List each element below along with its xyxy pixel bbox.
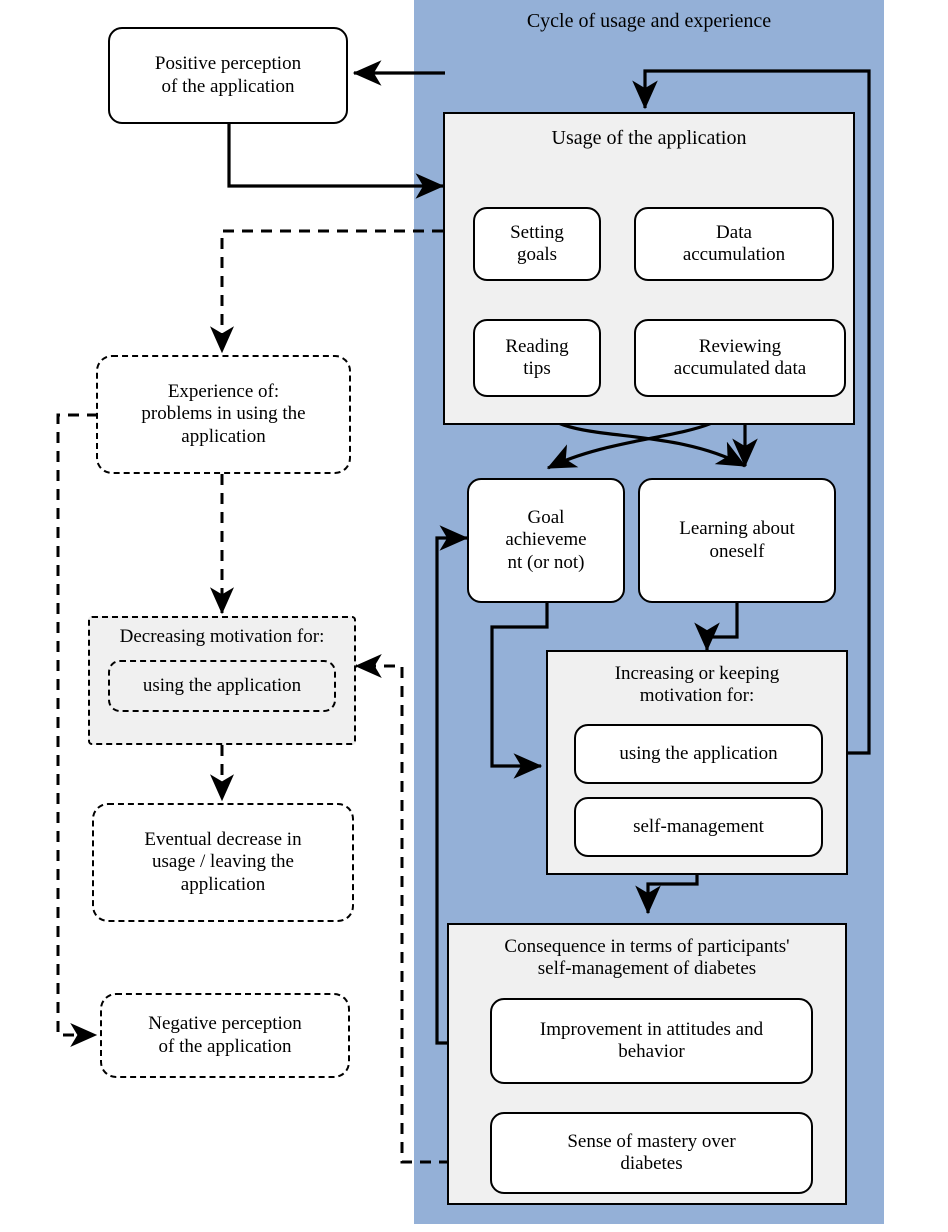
- node-learning-about-oneself[interactable]: Learning about oneself: [638, 478, 836, 603]
- group-increasing-motivation[interactable]: Increasing or keeping motivation for: us…: [546, 650, 848, 875]
- cycle-panel-title: Cycle of usage and experience: [526, 10, 772, 32]
- node-motivation-self-management[interactable]: self-management: [574, 797, 823, 857]
- group-decreasing-motivation[interactable]: Decreasing motivation for: using the app…: [88, 616, 356, 745]
- connector-learning-to-motivation: [694, 603, 739, 652]
- connector-usage-to-experience-problems: [210, 229, 443, 354]
- node-experience-problems[interactable]: Experience of: problems in using the app…: [96, 355, 351, 474]
- node-decreasing-motivation-using-app[interactable]: using the application: [108, 660, 336, 712]
- node-reviewing-accumulated-data[interactable]: Reviewing accumulated data: [634, 319, 846, 397]
- node-positive-perception[interactable]: Positive perception of the application: [108, 27, 348, 124]
- node-sense-of-mastery[interactable]: Sense of mastery over diabetes: [490, 1112, 813, 1194]
- node-eventual-decrease[interactable]: Eventual decrease in usage / leaving the…: [92, 803, 354, 922]
- node-data-accumulation[interactable]: Data accumulation: [634, 207, 834, 281]
- group-usage-label: Usage of the application: [551, 127, 747, 149]
- node-negative-perception[interactable]: Negative perception of the application: [100, 993, 350, 1078]
- group-decreasing-motivation-label: Decreasing motivation for:: [119, 626, 325, 647]
- group-consequence[interactable]: Consequence in terms of participants' se…: [447, 923, 847, 1205]
- node-motivation-using-application[interactable]: using the application: [574, 724, 823, 784]
- connector-positive-perception-to-usage: [227, 124, 445, 199]
- node-goal-achievement[interactable]: Goal achieveme nt (or not): [467, 478, 625, 603]
- group-consequence-label: Consequence in terms of participants' se…: [504, 936, 790, 980]
- node-reading-tips[interactable]: Reading tips: [473, 319, 601, 397]
- connector-goal-achievement-to-motivation: [490, 603, 549, 779]
- node-improvement-attitudes-behavior[interactable]: Improvement in attitudes and behavior: [490, 998, 813, 1084]
- connector-experience-to-negative-perception: [56, 413, 98, 1047]
- group-increasing-motivation-label: Increasing or keeping motivation for:: [614, 663, 780, 707]
- group-usage-of-application[interactable]: Usage of the application Setting goals D…: [443, 112, 855, 425]
- connector-sense-of-mastery-to-decreasing-motivation: [354, 654, 488, 1164]
- node-setting-goals[interactable]: Setting goals: [473, 207, 601, 281]
- connector-motivation-to-usage: [632, 69, 871, 755]
